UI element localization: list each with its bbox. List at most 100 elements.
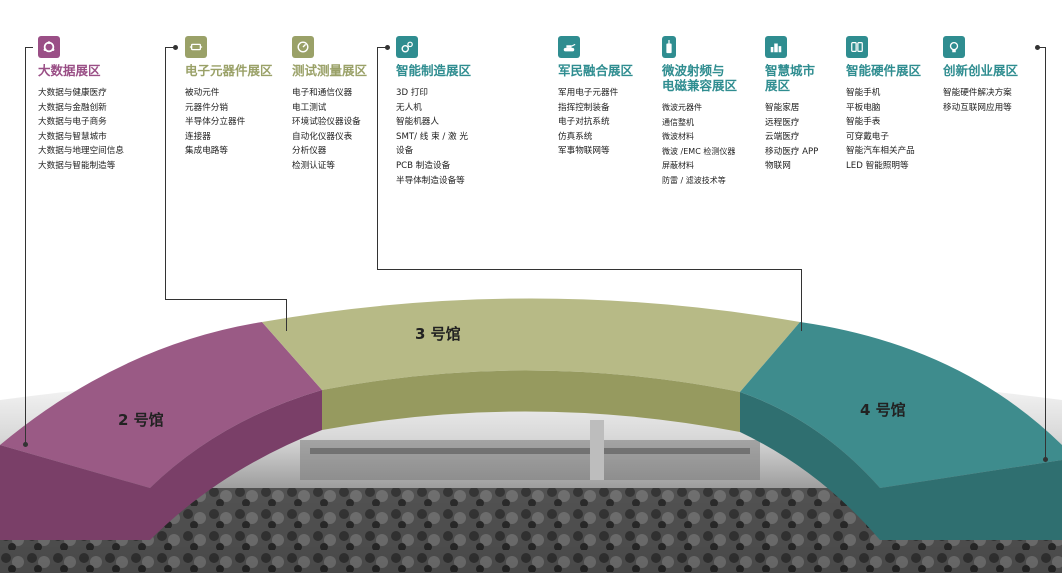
zone-item: 军用电子元器件 [558,88,619,98]
zone-title: 大数据展区 [38,63,101,78]
zone-title: 智慧城市 展区 [765,63,818,93]
hall-3-label: 3 号馆 [415,325,461,343]
hall-4-block[interactable] [740,322,1062,540]
zone-item: 远程医疗 [765,117,800,128]
connector-line [801,269,802,331]
connector-dot [1043,457,1048,462]
zone-item: 大数据与地理空间信息 [38,146,124,157]
tank-icon [558,36,580,58]
gears-icon [396,36,418,58]
zone-title-line: 展区 [765,78,791,93]
zone-title: 智能制造展区 [396,63,472,78]
zone-item: 大数据与电子商务 [38,117,107,128]
connector-line [377,269,802,270]
antenna-icon [662,36,676,58]
cycle-icon [38,36,60,58]
zone-test-measurement: 测试测量展区 电子和通信仪器 电工测试 环境试验仪器设备 自动化仪器仪表 分析仪… [292,36,367,174]
zone-smart-hardware: 智能硬件展区 智能手机 平板电脑 智能手表 可穿戴电子 智能汽车相关产品 LED… [846,36,921,174]
zone-item: 智能手表 [846,117,881,128]
zone-smart-city: 智慧城市 展区 智能家居 远程医疗 云端医疗 移动医疗 APP 物联网 [765,36,818,174]
zone-item: 元器件分销 [185,102,228,113]
connector-line [25,47,33,48]
zone-item: 防雷 / 滤波技术等 [662,175,726,185]
connector-line [1037,47,1046,48]
connector-line [25,47,26,445]
zone-title: 测试测量展区 [292,63,368,78]
zone-item: 分析仪器 [292,146,327,157]
zone-item: 物联网 [765,161,791,172]
zone-item: PCB 制造设备 [396,160,451,171]
hall-3-block[interactable] [262,298,800,433]
zone-microwave-emc: 微波射频与 电磁兼容展区 微波元器件 通信整机 微波材料 微波 /EMC 检测仪… [662,36,737,189]
zone-item: 智能手机 [846,88,881,98]
zone-item: 通信整机 [662,117,694,127]
zone-item: 环境试验仪器设备 [292,117,361,128]
connector-line [165,47,175,48]
connector-line [377,47,387,48]
zone-item: 微波 /EMC 检测仪器 [662,146,736,156]
zone-item: 自动化仪器仪表 [292,131,353,142]
zone-smart-manufacturing: 智能制造展区 3D 打印 无人机 智能机器人 SMT/ 线 束 / 激 光 设备… [396,36,471,188]
zone-item: 电子和通信仪器 [292,88,353,98]
zone-title: 智能硬件展区 [846,63,922,78]
zone-item: 大数据与健康医疗 [38,88,107,98]
hall-2-label: 2 号馆 [118,411,164,429]
connector-dot [1035,45,1040,50]
zone-item: 电子对抗系统 [558,117,610,128]
bulb-icon [943,36,965,58]
hall-2-block[interactable] [0,322,322,540]
hall-4-label: 4 号馆 [860,401,906,419]
connector-line [165,299,287,300]
zone-item: 可穿戴电子 [846,131,889,142]
connector-line [377,47,378,269]
zone-item: 智能家居 [765,103,800,113]
zone-item: 军事物联网等 [558,146,610,157]
connector-dot [173,45,178,50]
zone-item: 智能机器人 [396,117,439,128]
zone-item: 智能硬件解决方案 [943,88,1012,98]
zone-item: 3D 打印 [396,88,429,98]
gauge-icon [292,36,314,58]
zone-item: 大数据与智能制造等 [38,160,116,171]
zone-item: 连接器 [185,131,211,142]
zone-big-data: 大数据展区 大数据与健康医疗 大数据与金融创新 大数据与电子商务 大数据与智慧城… [38,36,124,174]
zone-item: 移动互联网应用等 [943,102,1012,113]
zone-item: 半导体制造设备等 [396,175,465,186]
zone-item: 集成电路等 [185,146,228,157]
devices-icon [846,36,868,58]
zone-item: 设备 [396,146,414,157]
zone-item: 大数据与金融创新 [38,102,107,113]
zone-title-line: 电磁兼容展区 [662,78,738,93]
zone-item: 检测认证等 [292,160,335,171]
connector-line [1045,47,1046,460]
component-icon [185,36,207,58]
zone-military-civil: 军民融合展区 军用电子元器件 指挥控制装备 电子对抗系统 仿真系统 军事物联网等 [558,36,633,159]
zone-item: 被动元件 [185,88,220,98]
zone-item: 指挥控制装备 [558,102,610,113]
connector-dot [385,45,390,50]
zone-title-line: 微波射频与 [662,63,725,78]
zone-item: 微波元器件 [662,103,702,112]
zone-item: 微波材料 [662,132,694,142]
zone-item: LED 智能照明等 [846,160,909,171]
zone-title-line: 智慧城市 [765,63,816,78]
zone-title: 军民融合展区 [558,63,634,78]
zone-item: 平板电脑 [846,102,881,113]
city-icon [765,36,787,58]
zone-item: 云端医疗 [765,132,800,143]
zone-item: 仿真系统 [558,131,593,142]
zone-electronic-components: 电子元器件展区 被动元件 元器件分销 半导体分立器件 连接器 集成电路等 [185,36,273,159]
connector-line [165,47,166,299]
connector-dot [23,442,28,447]
zone-item: 移动医疗 APP [765,146,819,157]
connector-line [286,299,287,331]
zone-item: 智能汽车相关产品 [846,146,915,157]
zone-title: 电子元器件展区 [185,63,273,78]
zone-innovation: 创新创业展区 智能硬件解决方案 移动互联网应用等 [943,36,1018,115]
zone-item: SMT/ 线 束 / 激 光 [396,131,468,142]
zone-title: 创新创业展区 [943,63,1019,78]
zone-item: 屏蔽材料 [662,161,694,171]
zone-item: 无人机 [396,102,422,113]
zone-item: 半导体分立器件 [185,117,246,128]
